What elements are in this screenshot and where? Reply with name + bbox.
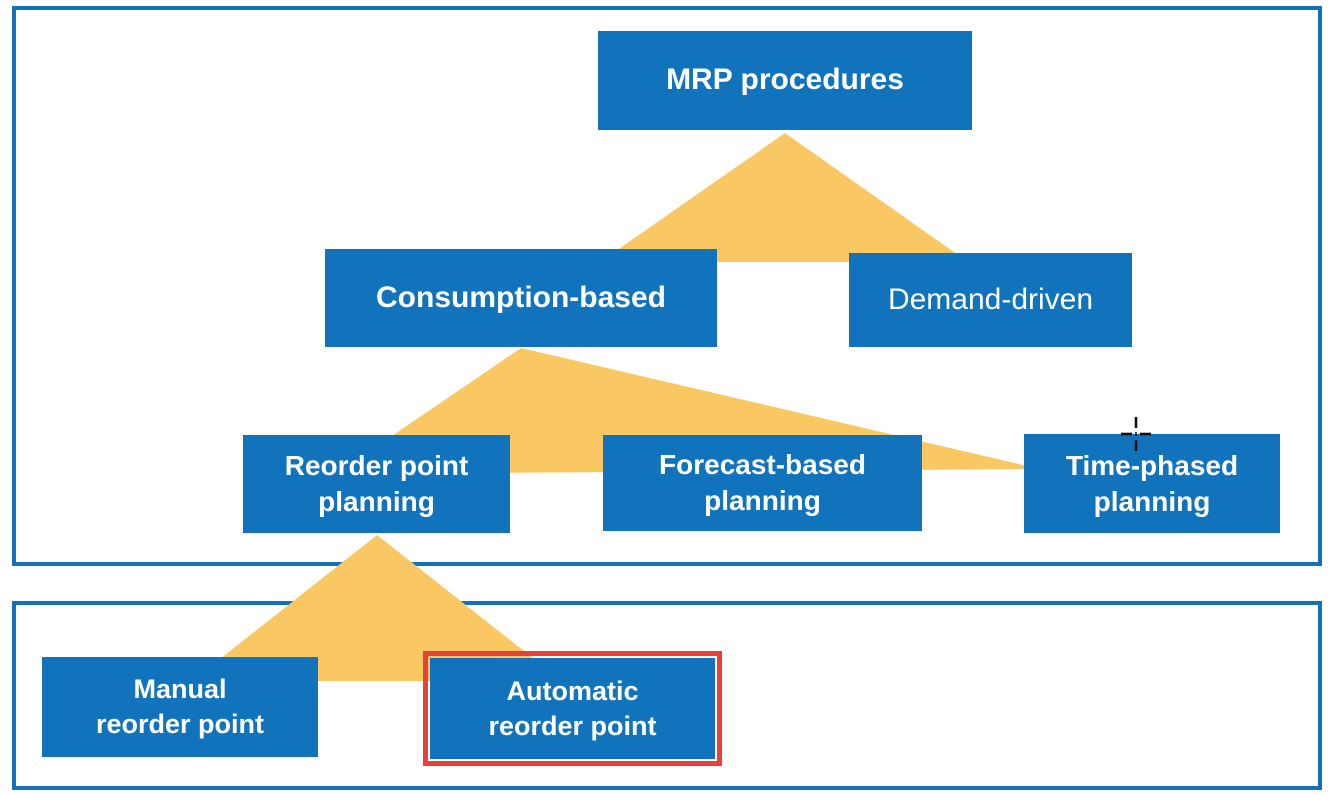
node-consumption-based[interactable]: Consumption-based bbox=[325, 249, 717, 347]
node-time-phased-planning-line1: Time-phased bbox=[1065, 449, 1239, 481]
node-mrp-procedures[interactable]: MRP procedures bbox=[598, 31, 972, 130]
node-automatic-reorder-point-line2: reorder point bbox=[488, 710, 657, 741]
node-forecast-based-planning-line1: Forecast-based bbox=[659, 449, 866, 481]
node-demand-driven-label: Demand-driven bbox=[887, 282, 1094, 316]
node-manual-reorder-point-line2: reorder point bbox=[95, 709, 264, 739]
automatic-reorder-highlight-frame: Automatic reorder point bbox=[423, 651, 722, 766]
node-reorder-point-planning[interactable]: Reorder point planning bbox=[243, 435, 510, 533]
node-reorder-point-planning-line1: Reorder point bbox=[284, 450, 469, 482]
node-time-phased-planning[interactable]: Time-phased planning bbox=[1024, 434, 1280, 533]
node-automatic-reorder-point[interactable]: Automatic reorder point bbox=[430, 658, 715, 759]
node-time-phased-planning-line2: planning bbox=[1093, 485, 1211, 517]
node-consumption-based-label: Consumption-based bbox=[376, 280, 666, 314]
node-demand-driven[interactable]: Demand-driven bbox=[849, 253, 1132, 347]
lower-container-frame bbox=[12, 601, 1322, 790]
node-manual-reorder-point-line1: Manual bbox=[133, 674, 227, 705]
node-reorder-point-planning-line2: planning bbox=[318, 486, 435, 517]
node-forecast-based-planning[interactable]: Forecast-based planning bbox=[603, 435, 922, 531]
node-manual-reorder-point[interactable]: Manual reorder point bbox=[42, 657, 318, 757]
node-forecast-based-planning-line2: planning bbox=[704, 485, 821, 516]
node-automatic-reorder-point-line1: Automatic bbox=[506, 675, 639, 706]
upper-container-frame bbox=[12, 6, 1322, 566]
node-mrp-procedures-label: MRP procedures bbox=[666, 63, 904, 97]
